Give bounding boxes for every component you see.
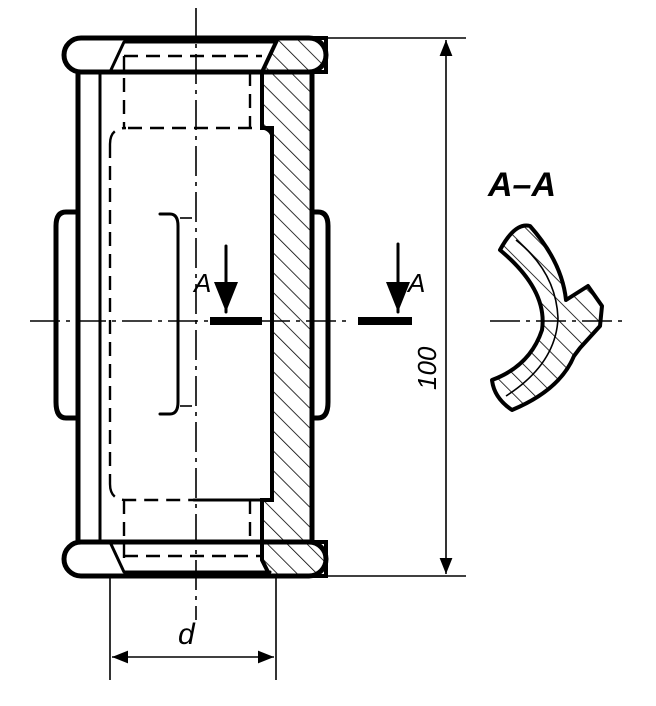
dimension-height-label: 100 bbox=[412, 346, 442, 390]
dimension-diameter: d bbox=[109, 576, 277, 680]
section-cut-left: A bbox=[192, 244, 262, 325]
section-mark-right-label: A bbox=[406, 268, 425, 298]
inner-rib bbox=[158, 212, 180, 416]
section-view-a-a: A–A bbox=[487, 166, 604, 412]
left-boss bbox=[53, 209, 81, 421]
section-cut-right: A bbox=[358, 242, 425, 325]
thread-top-chamfer bbox=[108, 40, 278, 74]
hidden-lines bbox=[108, 54, 274, 560]
section-arc-shape bbox=[490, 223, 604, 412]
dimension-diameter-label: d bbox=[178, 618, 196, 651]
section-mark-left-label: A bbox=[192, 268, 211, 298]
section-title: A–A bbox=[487, 166, 556, 204]
thread-bottom-chamfer bbox=[108, 540, 272, 574]
right-boss bbox=[309, 209, 331, 421]
dimension-height: 100 bbox=[326, 37, 466, 577]
section-arc-inner-line bbox=[505, 239, 559, 397]
